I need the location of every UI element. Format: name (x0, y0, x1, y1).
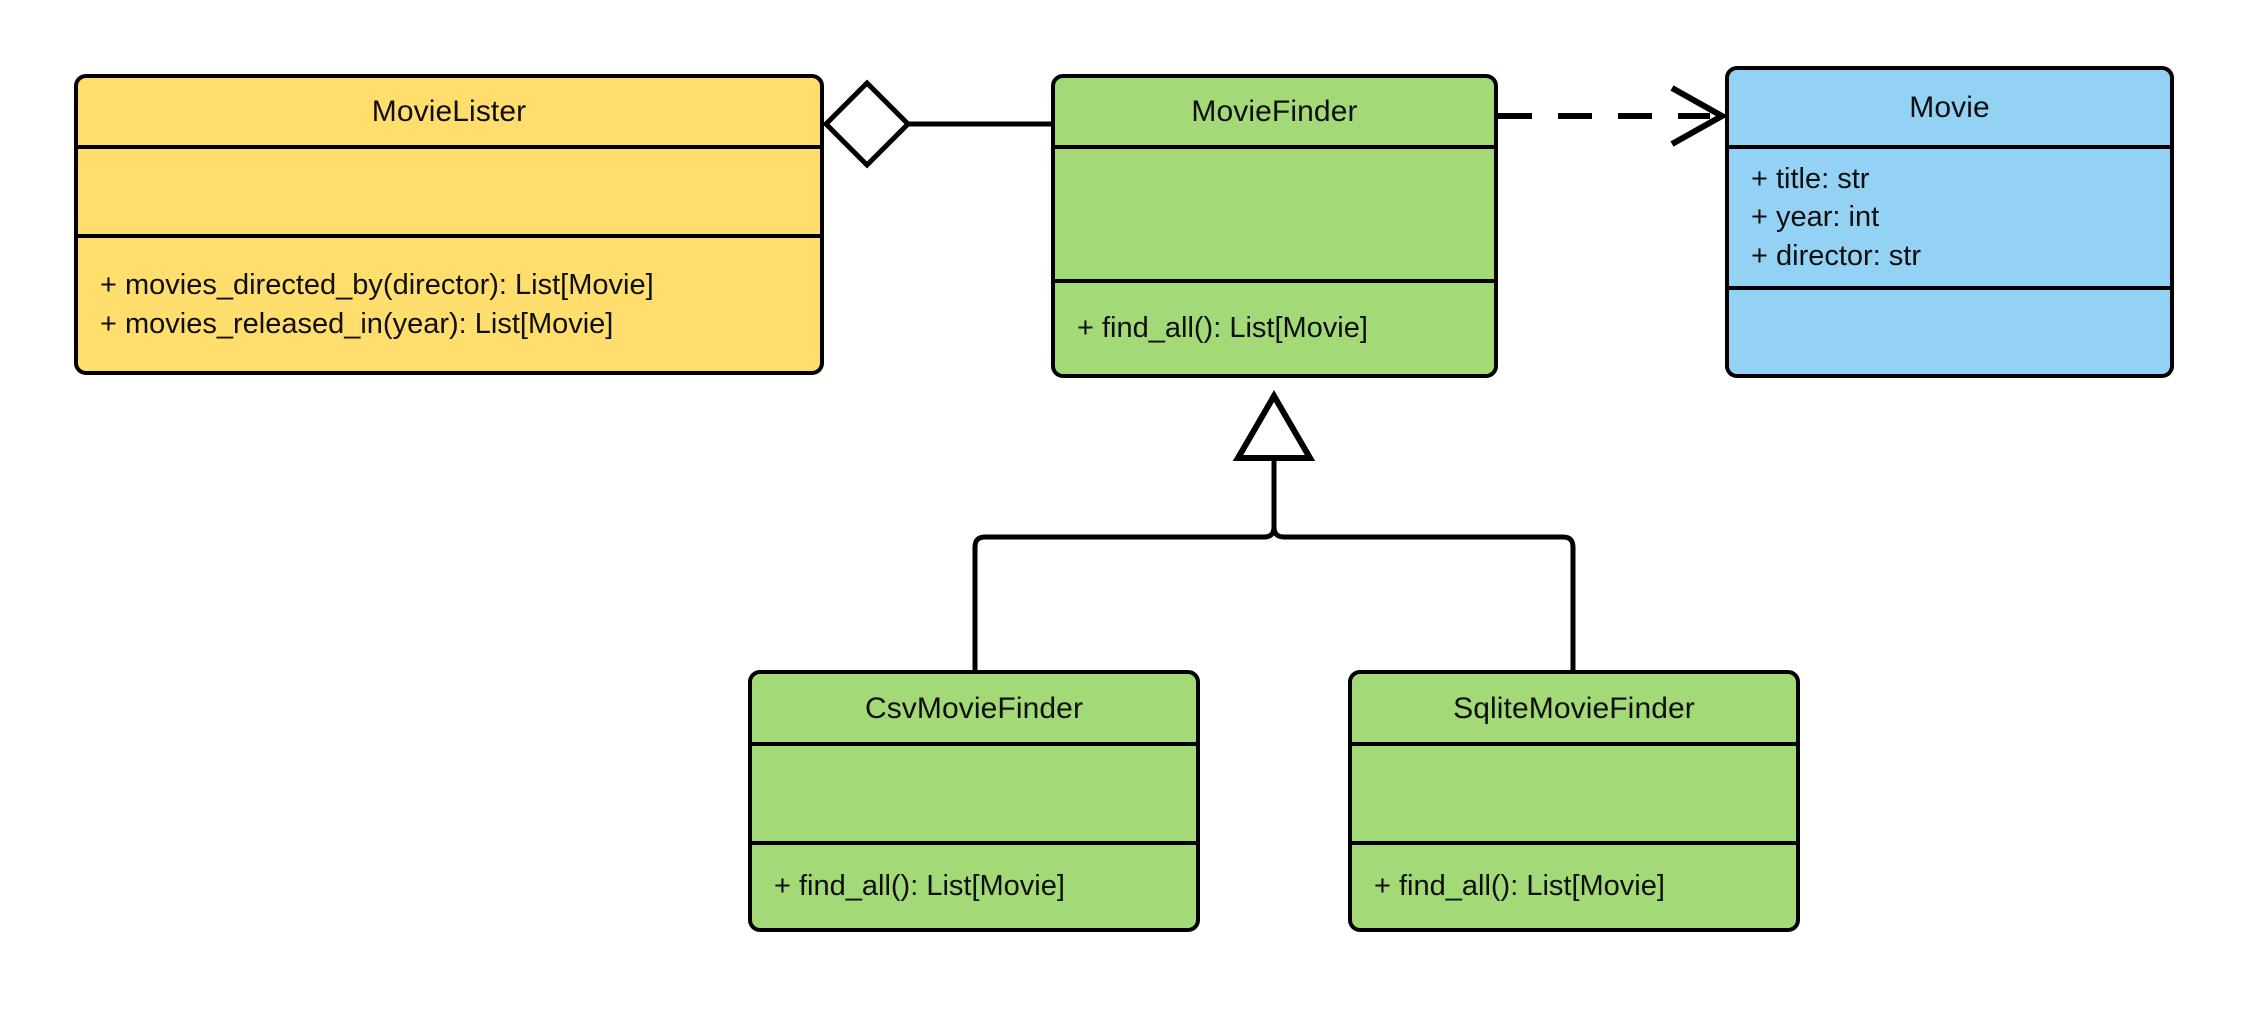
dependency-edge-finder-movie (1498, 85, 1729, 147)
class-attributes-compartment (1352, 742, 1796, 841)
class-methods-compartment: + find_all(): List[Movie] (1352, 841, 1796, 928)
class-attributes-compartment: + title: str + year: int + director: str (1729, 145, 2170, 286)
class-method-item: + find_all(): List[Movie] (1374, 870, 1665, 903)
aggregation-edge-lister-finder (822, 79, 1051, 169)
class-attribute-item: + title: str (1751, 163, 1870, 196)
class-name-label: Movie (1909, 91, 1990, 124)
open-arrow-marker (1670, 85, 1729, 147)
class-name-label: SqliteMovieFinder (1453, 691, 1695, 725)
class-method-item: + find_all(): List[Movie] (774, 870, 1065, 903)
class-title-compartment: SqliteMovieFinder (1352, 674, 1796, 742)
class-name-label: MovieLister (371, 95, 527, 128)
class-attributes-compartment (1055, 145, 1494, 279)
class-methods-compartment (1729, 286, 2170, 374)
hollow-triangle-marker (1232, 390, 1316, 461)
class-attribute-item: + director: str (1751, 239, 1922, 272)
class-name-label: MovieFinder (1191, 95, 1358, 128)
class-box-movie[interactable]: Movie + title: str + year: int + directo… (1725, 66, 2174, 378)
class-title-compartment: CsvMovieFinder (752, 674, 1196, 742)
class-attribute-item: + year: int (1751, 201, 1880, 234)
class-method-item: + movies_released_in(year): List[Movie] (100, 307, 614, 340)
class-method-item: + find_all(): List[Movie] (1077, 312, 1368, 345)
class-title-compartment: MovieFinder (1055, 78, 1494, 145)
class-methods-compartment: + movies_directed_by(director): List[Mov… (78, 234, 820, 371)
class-box-csv-movie-finder[interactable]: CsvMovieFinder + find_all(): List[Movie] (748, 670, 1200, 932)
class-attributes-compartment (752, 742, 1196, 841)
class-title-compartment: Movie (1729, 70, 2170, 145)
generalization-edge-tree (972, 390, 1576, 670)
generalization-branch-csv (972, 426, 1277, 670)
class-box-sqlite-movie-finder[interactable]: SqliteMovieFinder + find_all(): List[Mov… (1348, 670, 1800, 932)
class-methods-compartment: + find_all(): List[Movie] (752, 841, 1196, 928)
hollow-diamond-marker (822, 79, 912, 169)
class-attributes-compartment (78, 145, 820, 234)
generalization-branch-sqlite (1271, 526, 1576, 670)
class-method-item: + movies_directed_by(director): List[Mov… (100, 269, 654, 302)
class-box-movie-finder[interactable]: MovieFinder + find_all(): List[Movie] (1051, 74, 1498, 378)
class-box-movie-lister[interactable]: MovieLister + movies_directed_by(directo… (74, 74, 824, 375)
class-methods-compartment: + find_all(): List[Movie] (1055, 279, 1494, 374)
class-title-compartment: MovieLister (78, 78, 820, 145)
class-name-label: CsvMovieFinder (864, 691, 1084, 725)
